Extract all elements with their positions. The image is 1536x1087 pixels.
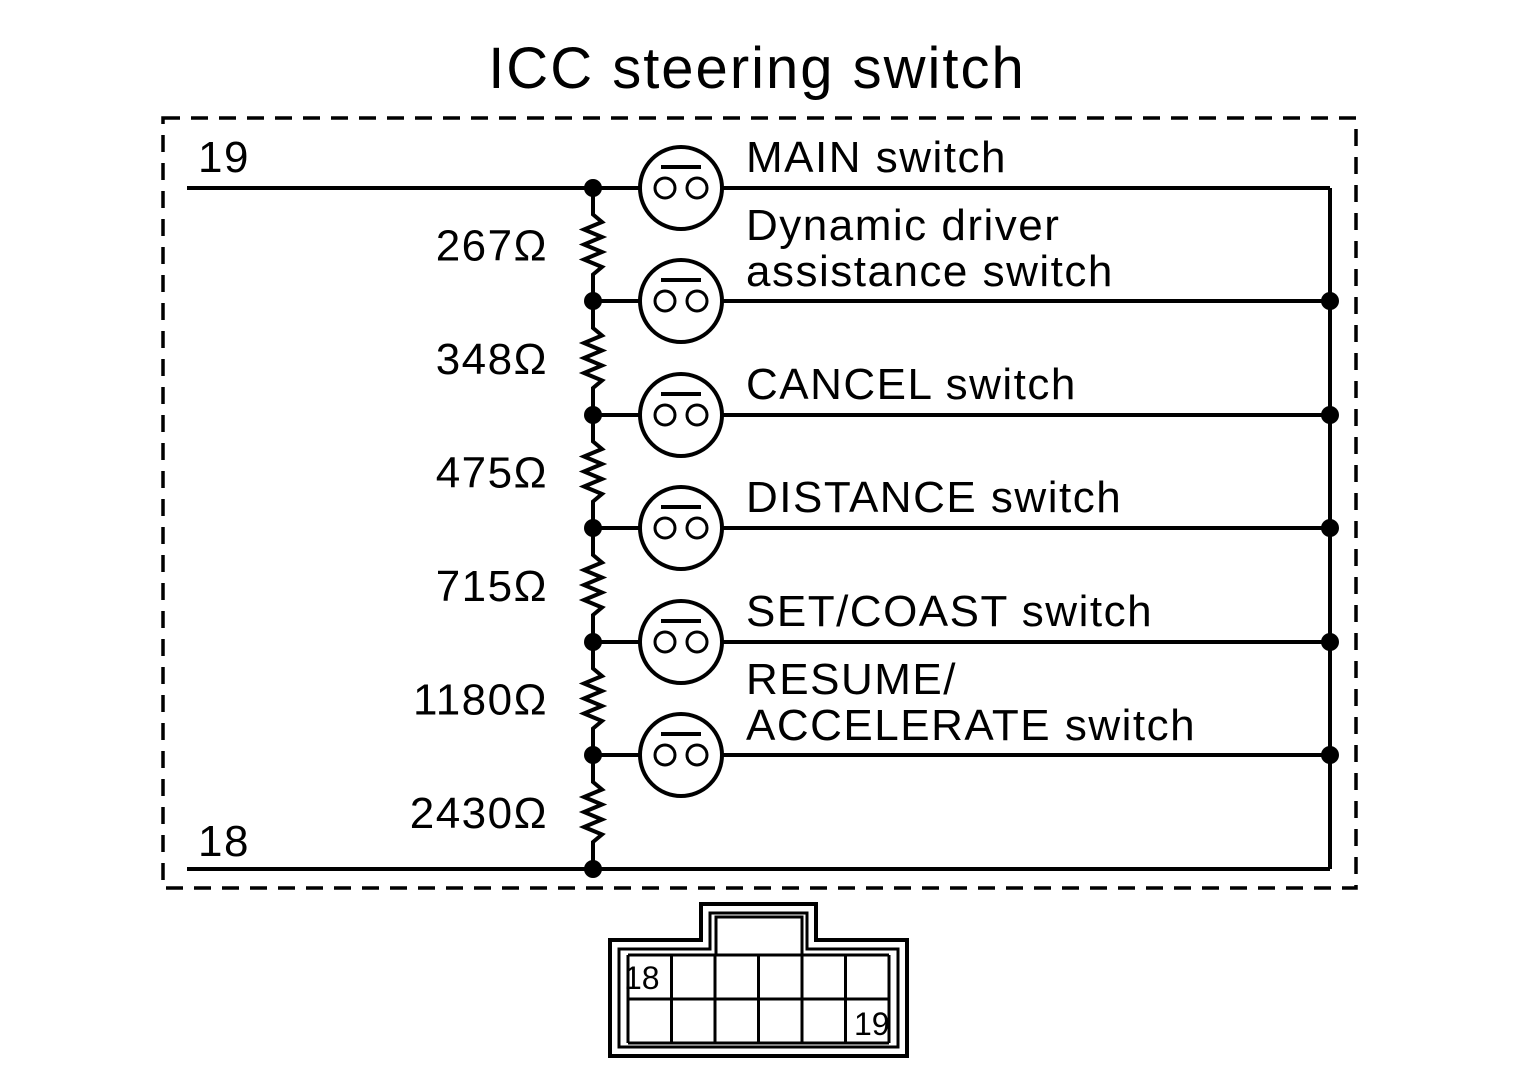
switch-contact <box>653 516 677 540</box>
switch-body <box>638 145 724 231</box>
junction-dot <box>1321 746 1339 764</box>
switch-body <box>638 599 724 685</box>
junction-dot <box>1321 406 1339 424</box>
switch-label: MAIN switch <box>746 133 1007 182</box>
resistor-value-label: 1180Ω <box>413 676 548 725</box>
switch-6: RESUME/ACCELERATE switch <box>593 655 1339 798</box>
connector-housing <box>608 902 909 1058</box>
resistor-6 <box>578 755 608 869</box>
switch-contact <box>653 176 677 200</box>
resistor-4 <box>578 528 608 642</box>
switch-label: DISTANCE switch <box>746 473 1122 522</box>
switch-5: SET/COAST switch <box>593 587 1339 685</box>
component-boundary <box>161 116 1358 890</box>
resistor-5 <box>578 642 608 755</box>
resistor-ladder: 267Ω 348Ω 475Ω 715Ω 1180Ω 2430Ω <box>410 179 608 878</box>
resistor-value-label: 2430Ω <box>410 789 548 838</box>
switch-label: assistance switch <box>746 247 1114 296</box>
switch-body <box>638 485 724 571</box>
junction-dot <box>1321 292 1339 310</box>
switch-body <box>638 372 724 458</box>
switch-contact <box>685 516 709 540</box>
connector-diagram: 18 19 <box>608 902 909 1058</box>
switch-contact <box>653 743 677 767</box>
switch-1: MAIN switch <box>638 133 1330 231</box>
junction-dot <box>1321 633 1339 651</box>
connector-pin-18-label: 18 <box>624 960 660 996</box>
resistor-value-label: 348Ω <box>436 335 548 384</box>
switch-contact <box>685 743 709 767</box>
switch-label: ACCELERATE switch <box>746 701 1196 750</box>
switch-contact <box>685 176 709 200</box>
terminal-19-label: 19 <box>198 133 250 182</box>
terminal-18-label: 18 <box>198 817 250 866</box>
junction-dot <box>584 860 602 878</box>
resistor-value-label: 267Ω <box>436 222 548 271</box>
switch-contact <box>685 289 709 313</box>
switch-body <box>638 712 724 798</box>
switch-3: CANCEL switch <box>593 360 1339 458</box>
resistor-value-label: 715Ω <box>436 562 548 611</box>
switch-contact <box>653 289 677 313</box>
resistor-3 <box>578 415 608 528</box>
switch-contact <box>653 403 677 427</box>
switch-contact <box>653 630 677 654</box>
connector-inner-outline <box>617 911 900 1049</box>
switch-label: Dynamic driver <box>746 201 1060 250</box>
switch-label: CANCEL switch <box>746 360 1077 409</box>
connector-lock-tab <box>714 915 804 957</box>
switch-4: DISTANCE switch <box>593 473 1339 571</box>
switch-contact <box>685 403 709 427</box>
resistor-1 <box>578 188 608 301</box>
switch-label: RESUME/ <box>746 655 957 704</box>
connector-pin-19-label: 19 <box>854 1006 890 1042</box>
switch-contact <box>685 630 709 654</box>
connector-cavity-grid <box>626 953 891 1045</box>
switch-body <box>638 258 724 344</box>
junction-dot <box>1321 519 1339 537</box>
diagram-title: ICC steering switch <box>488 36 1026 101</box>
switch-label: SET/COAST switch <box>746 587 1153 636</box>
junction-dot <box>584 179 602 197</box>
resistor-value-label: 475Ω <box>436 449 548 498</box>
resistor-2 <box>578 301 608 415</box>
